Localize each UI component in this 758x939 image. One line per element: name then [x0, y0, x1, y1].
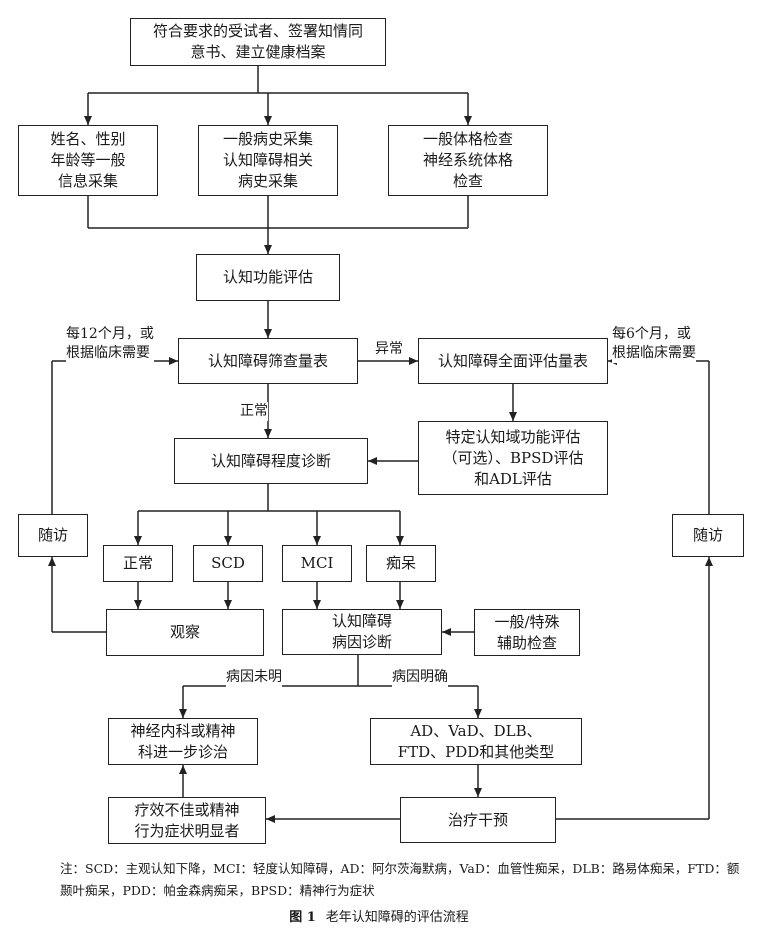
start-box: 符合要求的受试者、签署知情同 意书、建立健康档案 — [130, 18, 386, 66]
followup-left-box: 随访 — [18, 514, 88, 557]
name-info-box: 姓名、性别 年龄等一般 信息采集 — [18, 125, 158, 196]
types-box: AD、VaD、DLB、 FTD、PDD和其他类型 — [370, 718, 582, 765]
scd-box: SCD — [193, 545, 263, 582]
figure-number: 图 1 — [289, 910, 316, 925]
history-box: 一般病史采集 认知障碍相关 病史采集 — [198, 125, 338, 196]
mci-box: MCI — [282, 545, 352, 582]
abnormal-label: 异常 — [375, 340, 403, 359]
aux-exam-box: 一般/特殊 辅助检查 — [474, 609, 580, 656]
screen-box: 认知障碍筛查量表 — [178, 338, 358, 384]
degree-box: 认知障碍程度诊断 — [174, 438, 368, 484]
known-cause-label: 病因明确 — [392, 668, 448, 687]
treatment-box: 治疗干预 — [400, 797, 556, 843]
footnote: 注：SCD：主观认知下降，MCI：轻度认知障碍，AD：阿尔茨海默病，VaD：血管… — [60, 861, 740, 898]
followup-right-box: 随访 — [672, 514, 744, 557]
figure-caption: 图 1 老年认知障碍的评估流程 — [0, 906, 758, 925]
every6-label: 每6个月，或 根据临床需要 — [612, 325, 696, 363]
specific-box: 特定认知域功能评估 （可选）、BPSD评估 和ADL评估 — [418, 421, 608, 495]
unknown-cause-label: 病因未明 — [226, 668, 282, 687]
full-assess-box: 认知障碍全面评估量表 — [418, 338, 608, 384]
etiology-box: 认知障碍 病因诊断 — [282, 609, 442, 655]
dementia-box: 痴呆 — [366, 545, 436, 582]
every12-label: 每12个月，或 根据临床需要 — [66, 325, 154, 363]
normal-box: 正常 — [103, 545, 173, 582]
figure-title: 老年认知障碍的评估流程 — [325, 910, 469, 925]
physical-box: 一般体格检查 神经系统体格 检查 — [388, 125, 548, 196]
observe-box: 观察 — [106, 609, 264, 656]
neuro-box: 神经内科或精神 科进一步诊治 — [108, 718, 258, 765]
cog-assess-box: 认知功能评估 — [196, 254, 340, 301]
normal-label: 正常 — [240, 402, 268, 421]
poor-box: 疗效不佳或精神 行为症状明显者 — [108, 797, 266, 844]
